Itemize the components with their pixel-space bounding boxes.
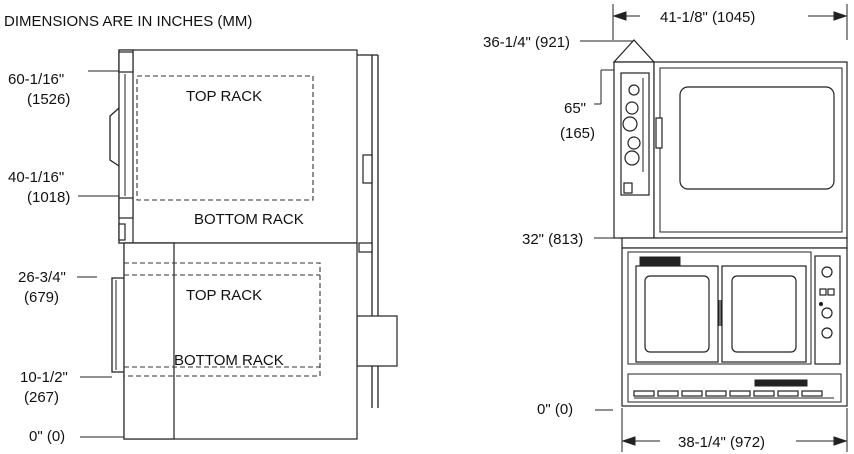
width-arrow-left — [612, 11, 627, 21]
lower-bottom-rack-label: BOTTOM RACK — [174, 352, 284, 369]
stack-height: 32" (813) — [522, 231, 583, 248]
left-floor-height: 0" (0) — [29, 428, 65, 445]
upper-hinge-bottom — [118, 197, 134, 219]
knob-2 — [625, 101, 639, 115]
knob-1 — [628, 84, 640, 96]
stacking-collar — [621, 237, 848, 249]
peak-height: 36-1/4" (921) — [483, 34, 570, 51]
units-note: DIMENSIONS ARE IN INCHES (MM) — [4, 13, 252, 30]
base-width: 38-1/4" (972) — [678, 434, 765, 451]
upper-bottom-rack-label: BOTTOM RACK — [194, 211, 304, 228]
upper-top-rack-label: TOP RACK — [186, 88, 262, 105]
upper-window — [679, 86, 835, 190]
base-panel — [627, 373, 842, 403]
lower-bottom-rack-height-mm: (267) — [24, 389, 59, 406]
lower-switch-1 — [819, 288, 827, 296]
lower-door-frame — [627, 251, 812, 365]
base-vents — [633, 390, 834, 399]
knob-3 — [622, 116, 638, 132]
width-arrow-right — [833, 11, 848, 21]
upper-top-rack-height: 60-1/16" — [8, 71, 64, 88]
power-switch — [623, 182, 633, 194]
upper-foot — [118, 223, 126, 241]
lower-knob-2 — [821, 307, 833, 319]
upper-top-rack-height-mm: (1526) — [27, 91, 70, 108]
lower-knob-3 — [821, 327, 833, 339]
lower-right-window — [731, 275, 797, 353]
upper-bottom-rack-height: 40-1/16" — [8, 169, 64, 186]
knob-4 — [627, 136, 641, 150]
indicator-light — [818, 301, 824, 307]
knob-5 — [624, 150, 640, 166]
back-junction-box — [356, 315, 398, 367]
base-nameplate — [754, 379, 808, 387]
depth-value: 65" — [564, 100, 586, 117]
upper-door-front — [659, 67, 843, 233]
right-floor-height: 0" (0) — [537, 401, 573, 418]
lower-top-rack-label: TOP RACK — [186, 287, 262, 304]
overall-width: 41-1/8" (1045) — [660, 9, 755, 26]
tower-peak — [612, 39, 656, 63]
back-connector — [358, 242, 373, 253]
lower-switch-2 — [827, 288, 835, 296]
upper-door-handle — [109, 107, 120, 167]
lower-left-window — [644, 275, 710, 353]
lower-nameplate — [639, 256, 681, 267]
base-arrow-right — [833, 436, 848, 446]
lower-bottom-rack-height: 10-1/2" — [20, 369, 68, 386]
front-view: 41-1/8" (1045) 36-1/4" (921) 65" (165) 3… — [483, 4, 848, 452]
base-arrow-left — [621, 436, 636, 446]
lower-door-handle — [111, 277, 124, 373]
upper-rack-outline — [136, 75, 314, 201]
lower-rack-outline — [123, 262, 321, 377]
lower-door-panel — [123, 242, 175, 440]
upper-bottom-rack-height-mm: (1018) — [27, 189, 70, 206]
lower-knob-1 — [821, 266, 833, 278]
depth-value-mm: (165) — [560, 125, 595, 142]
upper-oven-body — [118, 49, 358, 244]
upper-front-handle — [655, 117, 663, 149]
lower-top-rack-height-mm: (679) — [24, 289, 59, 306]
lower-top-rack-height: 26-3/4" — [18, 269, 66, 286]
back-bracket — [362, 154, 373, 184]
side-view: TOP RACK BOTTOM RACK TOP RACK BOTTOM RAC… — [8, 49, 398, 445]
upper-hinge-top — [118, 51, 134, 73]
